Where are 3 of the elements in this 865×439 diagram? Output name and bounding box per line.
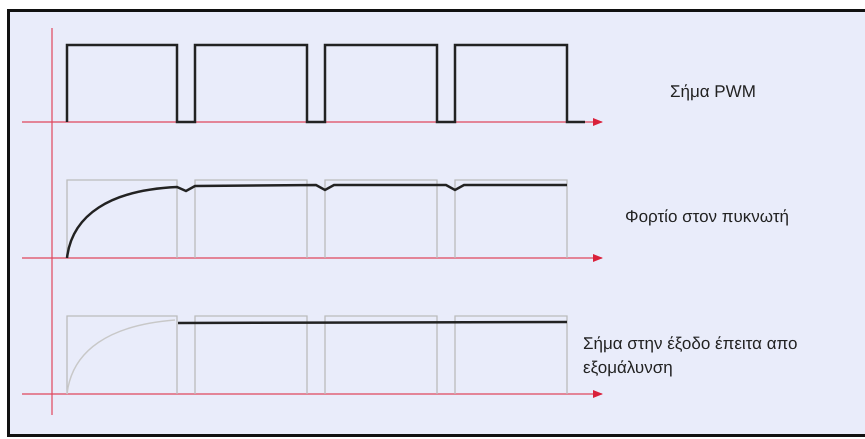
plot-label: Φορτίο στον πυκνωτή (625, 206, 789, 228)
plot-label: Σήμα PWM (670, 81, 756, 103)
plot-label: Σήμα στην έξοδο έπειτα απο εξομάλυνση (583, 333, 798, 379)
